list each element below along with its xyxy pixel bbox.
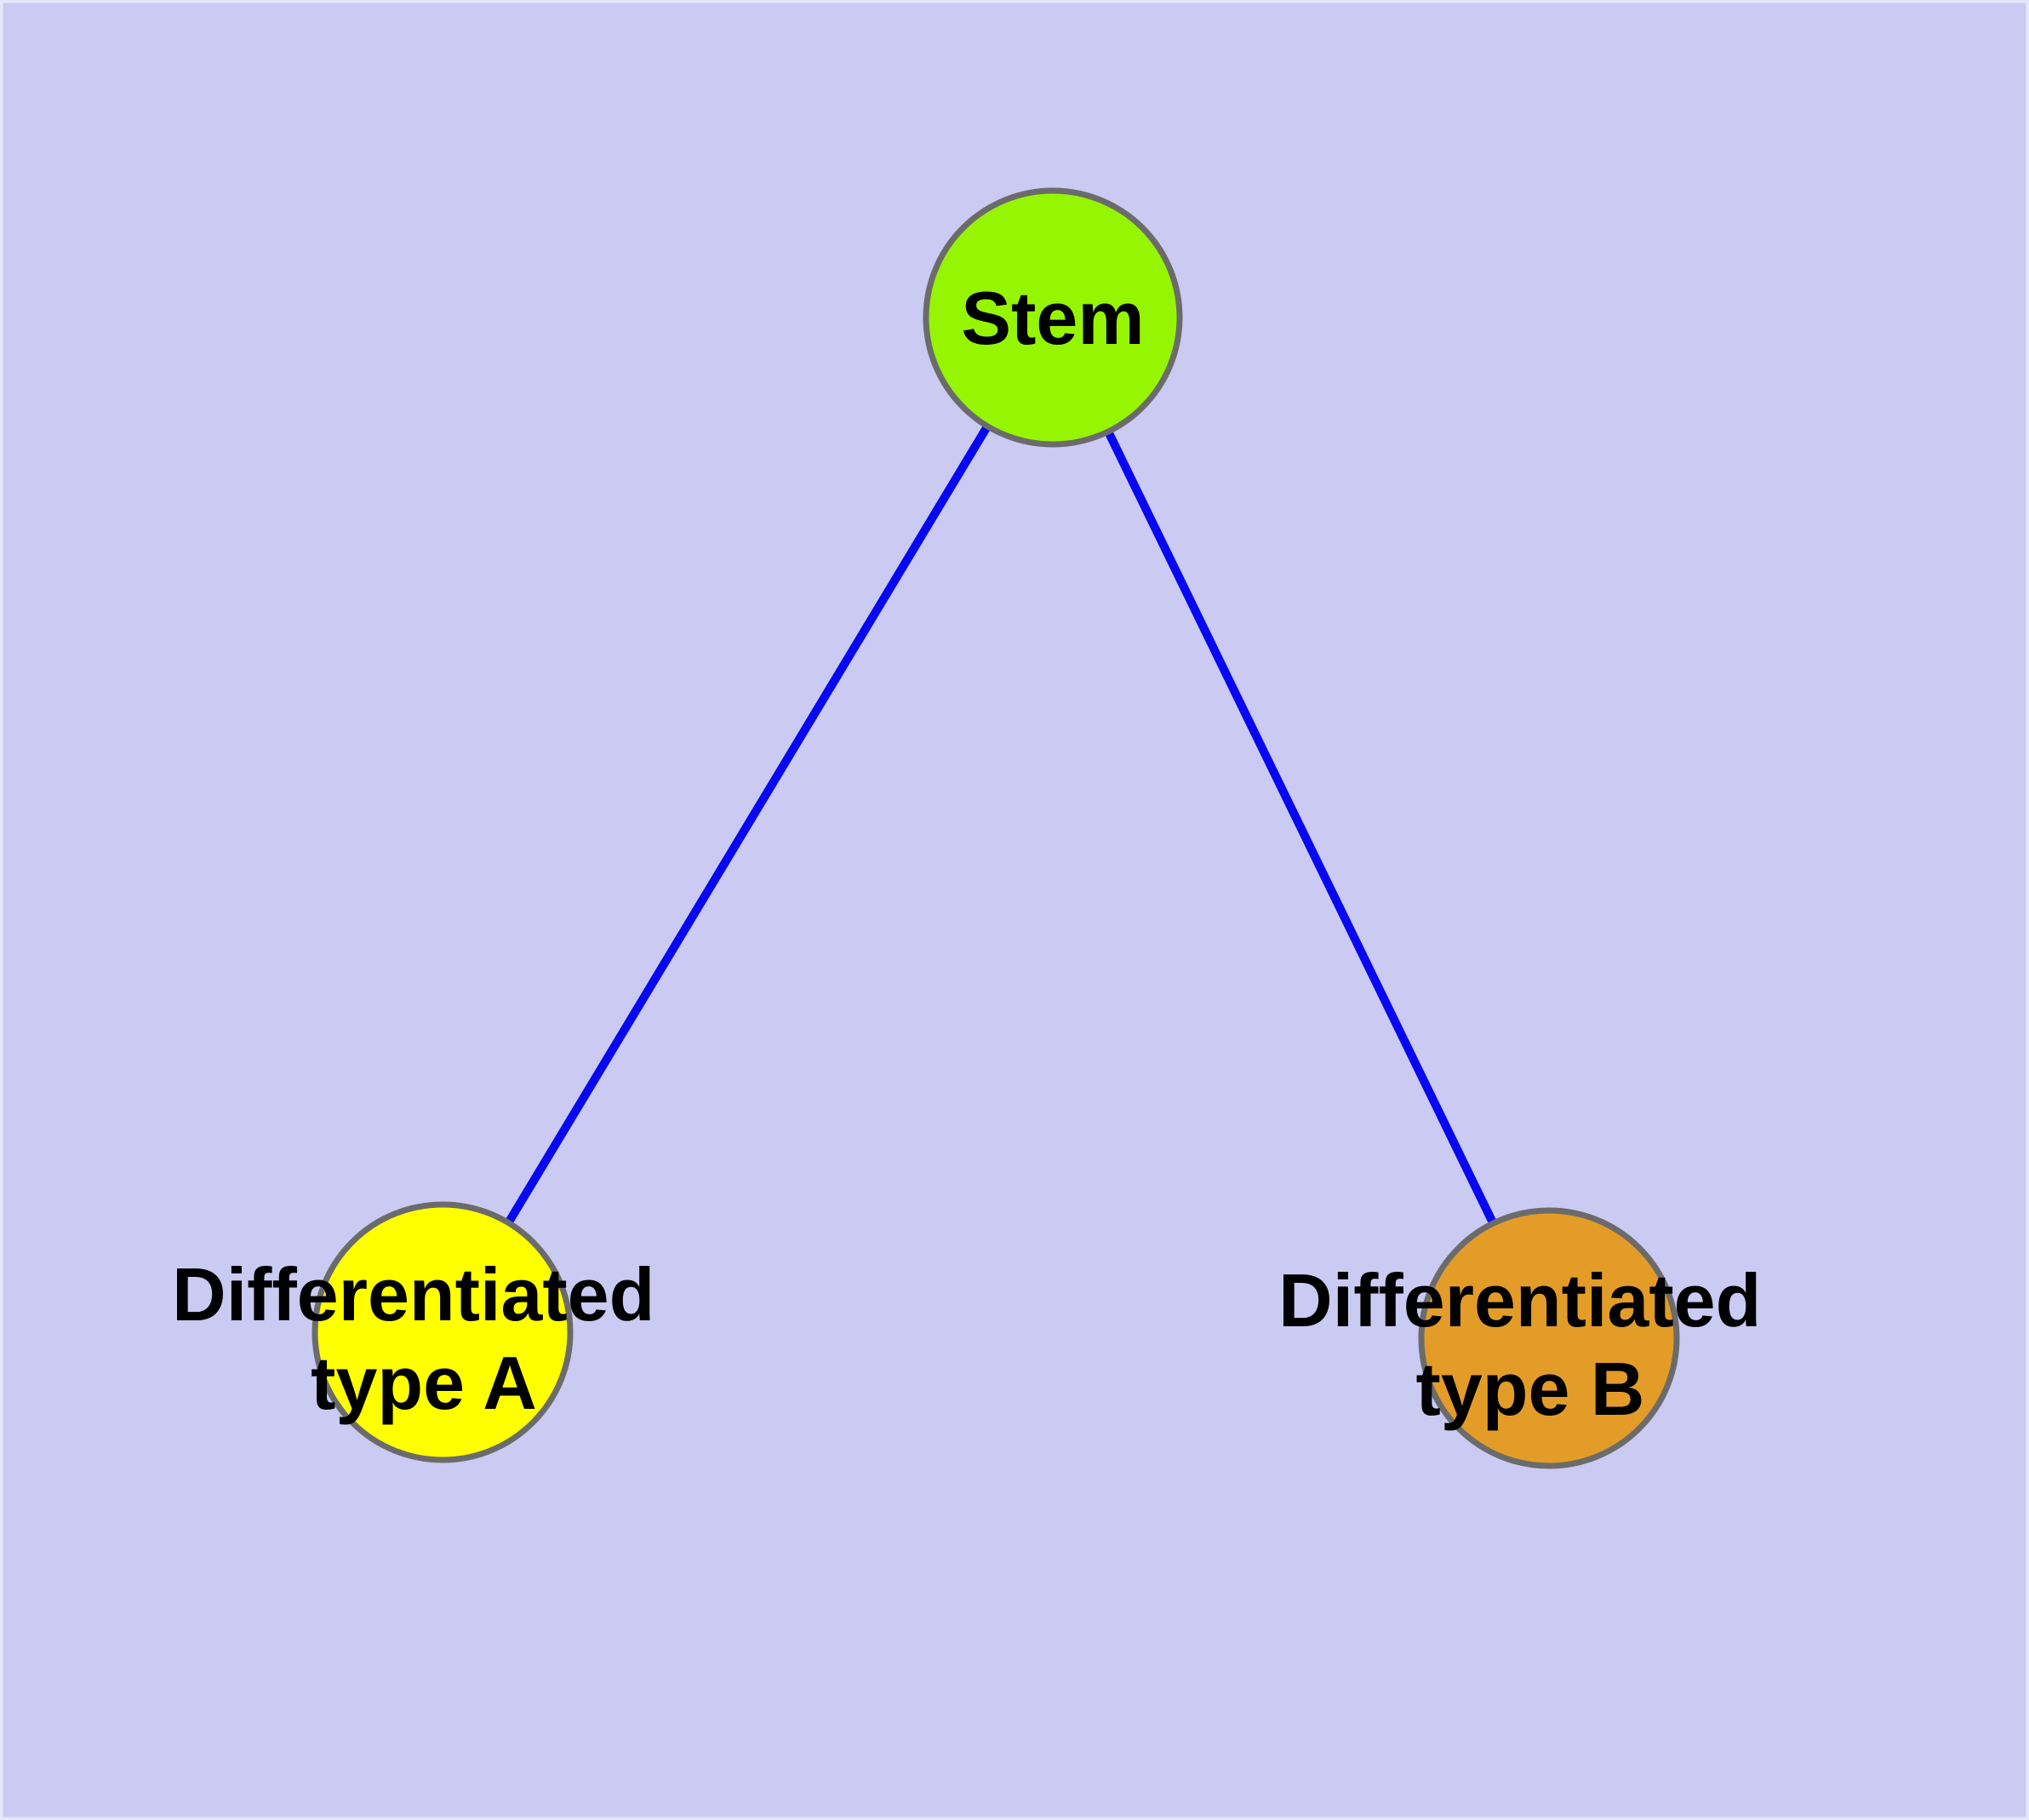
node-type-b-label: Differentiated type B (1278, 1258, 1782, 1431)
node-type-b-label-line2: type B (1416, 1347, 1645, 1431)
node-type-b-label-line1: Differentiated (1278, 1258, 1761, 1342)
node-type-a-label: Differentiated type A (172, 1252, 676, 1425)
node-type-a-label-line2: type A (311, 1341, 537, 1425)
node-type-a-label-line1: Differentiated (172, 1252, 654, 1336)
edge-stem-to-type-b (1049, 313, 1553, 1342)
node-stem-label: Stem (961, 276, 1144, 360)
node-type-a-circle (311, 1201, 574, 1463)
node-stem-circle (923, 187, 1183, 448)
node-stem: Stem (923, 187, 1183, 448)
node-type-a: Differentiated type A (172, 1201, 676, 1463)
node-type-b: Differentiated type B (1278, 1207, 1782, 1469)
edge-stem-to-type-a (438, 313, 1057, 1336)
node-type-b-circle (1418, 1207, 1680, 1469)
edge-layer (438, 313, 1553, 1342)
